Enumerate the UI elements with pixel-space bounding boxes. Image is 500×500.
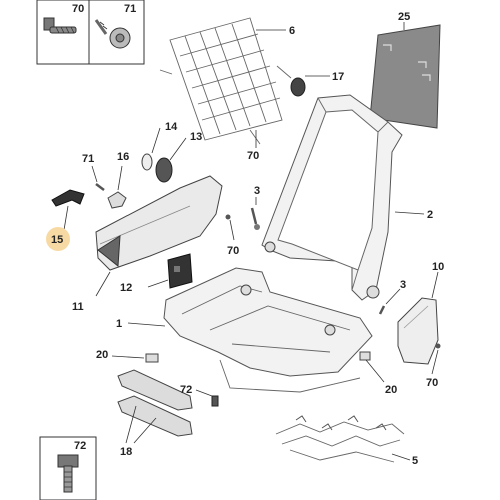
- label-71-inset: 71: [124, 3, 136, 15]
- label-70-b: 70: [227, 245, 239, 257]
- bolt-3a-icon: [250, 207, 260, 230]
- label-13: 13: [190, 131, 202, 143]
- label-5: 5: [412, 455, 418, 467]
- part-10-side-cover: [397, 297, 439, 365]
- inset-fastener-70: 70: [36, 0, 90, 65]
- part-18-rails: [117, 369, 193, 437]
- inset-fastener-71: 71: [88, 0, 145, 65]
- part-15-handle: [51, 189, 85, 207]
- part-2-backrest-frame: [261, 94, 403, 301]
- part-20-cap-right: [359, 351, 371, 361]
- label-2: 2: [427, 209, 433, 221]
- label-20-a: 20: [96, 349, 108, 361]
- part-1-seat-base-frame: [163, 267, 373, 393]
- part-71-screw: [95, 183, 105, 191]
- label-1: 1: [116, 318, 122, 330]
- part-5-wiring-harness: [275, 415, 405, 463]
- label-70-inset: 70: [72, 3, 84, 15]
- label-12: 12: [120, 282, 132, 294]
- label-72: 72: [180, 384, 192, 396]
- label-71: 71: [82, 153, 94, 165]
- label-3-a: 3: [254, 185, 260, 197]
- part-11-side-trim: [95, 175, 223, 271]
- part-6-spring-mesh: [159, 17, 283, 145]
- bolt-3b-icon: [378, 305, 386, 315]
- screw-71-icon: [94, 19, 131, 49]
- label-70-a: 70: [247, 150, 259, 162]
- bolt-70c-icon: [435, 343, 441, 349]
- part-12-bracket: [167, 253, 193, 289]
- part-72-bolt: [211, 395, 219, 407]
- part-14-cap: [141, 153, 153, 171]
- part-20-cap-left: [145, 353, 159, 363]
- bolt-70b-icon: [225, 214, 231, 220]
- label-72-inset: 72: [74, 440, 86, 452]
- label-14: 14: [165, 121, 178, 133]
- label-18: 18: [120, 446, 132, 458]
- highlight-15: [46, 227, 70, 251]
- label-20-b: 20: [385, 384, 397, 396]
- label-15: 15: [51, 234, 63, 246]
- label-70-c: 70: [426, 377, 438, 389]
- label-17: 17: [332, 71, 344, 83]
- screw-70-icon: [43, 17, 77, 34]
- label-16: 16: [117, 151, 129, 163]
- bolt-72-icon: [57, 454, 79, 493]
- label-10: 10: [432, 261, 444, 273]
- label-6: 6: [289, 25, 295, 37]
- part-17-knob: [276, 65, 306, 97]
- label-11: 11: [72, 301, 84, 313]
- label-3-b: 3: [400, 279, 406, 291]
- part-13-recline-knob: [155, 157, 173, 183]
- part-16-clip: [107, 191, 127, 209]
- label-25: 25: [398, 11, 410, 23]
- part-25-back-panel: [369, 24, 441, 129]
- inset-fastener-72: 72: [39, 436, 97, 500]
